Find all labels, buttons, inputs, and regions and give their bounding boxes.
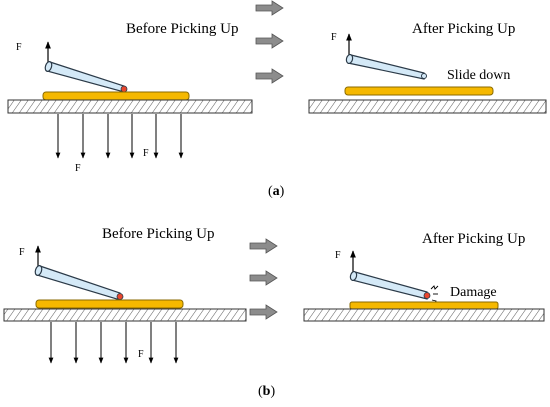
chip bbox=[35, 299, 184, 309]
transition-arrow bbox=[255, 33, 284, 49]
needle-force-label: F bbox=[331, 32, 337, 43]
panel-a: Before Picking Up F bbox=[7, 0, 547, 199]
suction-needle bbox=[34, 265, 124, 301]
panel-b-before-title: Before Picking Up bbox=[102, 226, 214, 242]
slide-down-note: Slide down bbox=[447, 68, 510, 83]
chip bbox=[349, 301, 499, 310]
transition-arrow bbox=[255, 0, 284, 16]
panel-b-after-title: After Picking Up bbox=[422, 231, 525, 247]
needle-force-label: F bbox=[16, 42, 22, 53]
needle-force-label: F bbox=[19, 247, 25, 258]
chip bbox=[42, 91, 190, 101]
substrate bbox=[308, 99, 547, 114]
transition-arrows bbox=[249, 238, 278, 320]
transition-arrow bbox=[249, 238, 278, 254]
needle-force-label: F bbox=[335, 250, 341, 261]
transition-arrows bbox=[255, 0, 284, 84]
adhesion-force-label: F bbox=[75, 163, 81, 174]
panel-b-before: Before Picking Up F F bbox=[3, 226, 247, 364]
panel-b-after: After Picking Up F Damage bbox=[303, 231, 545, 322]
substrate bbox=[7, 99, 253, 114]
needle-tip bbox=[116, 293, 124, 300]
adhesion-force-arrows bbox=[55, 114, 184, 159]
panel-a-before: Before Picking Up F bbox=[7, 21, 253, 174]
needle-tip bbox=[120, 85, 128, 93]
substrate bbox=[3, 308, 247, 322]
transition-arrow bbox=[255, 68, 284, 84]
chip bbox=[344, 86, 494, 96]
needle-tip bbox=[423, 292, 431, 299]
adhesion-force-label: F bbox=[143, 148, 149, 159]
damage-note: Damage bbox=[450, 285, 497, 300]
transition-arrow bbox=[249, 270, 278, 286]
suction-needle bbox=[44, 61, 128, 93]
panel-a-after-title: After Picking Up bbox=[412, 21, 515, 37]
transition-arrow bbox=[249, 304, 278, 320]
adhesion-force-label: F bbox=[138, 349, 144, 360]
needle-tip bbox=[421, 73, 427, 79]
damage-crack-marks bbox=[430, 285, 440, 305]
panel-b: Before Picking Up F F bbox=[3, 226, 545, 399]
adhesion-force-arrows bbox=[48, 322, 179, 364]
panel-a-caption: (a) bbox=[268, 184, 285, 199]
panel-a-before-title: Before Picking Up bbox=[126, 21, 238, 37]
panel-a-after: After Picking Up F Slide down bbox=[308, 21, 547, 114]
suction-needle bbox=[349, 270, 431, 300]
suction-needle bbox=[345, 53, 427, 80]
substrate bbox=[303, 308, 545, 322]
panel-b-caption: (b) bbox=[258, 384, 275, 399]
